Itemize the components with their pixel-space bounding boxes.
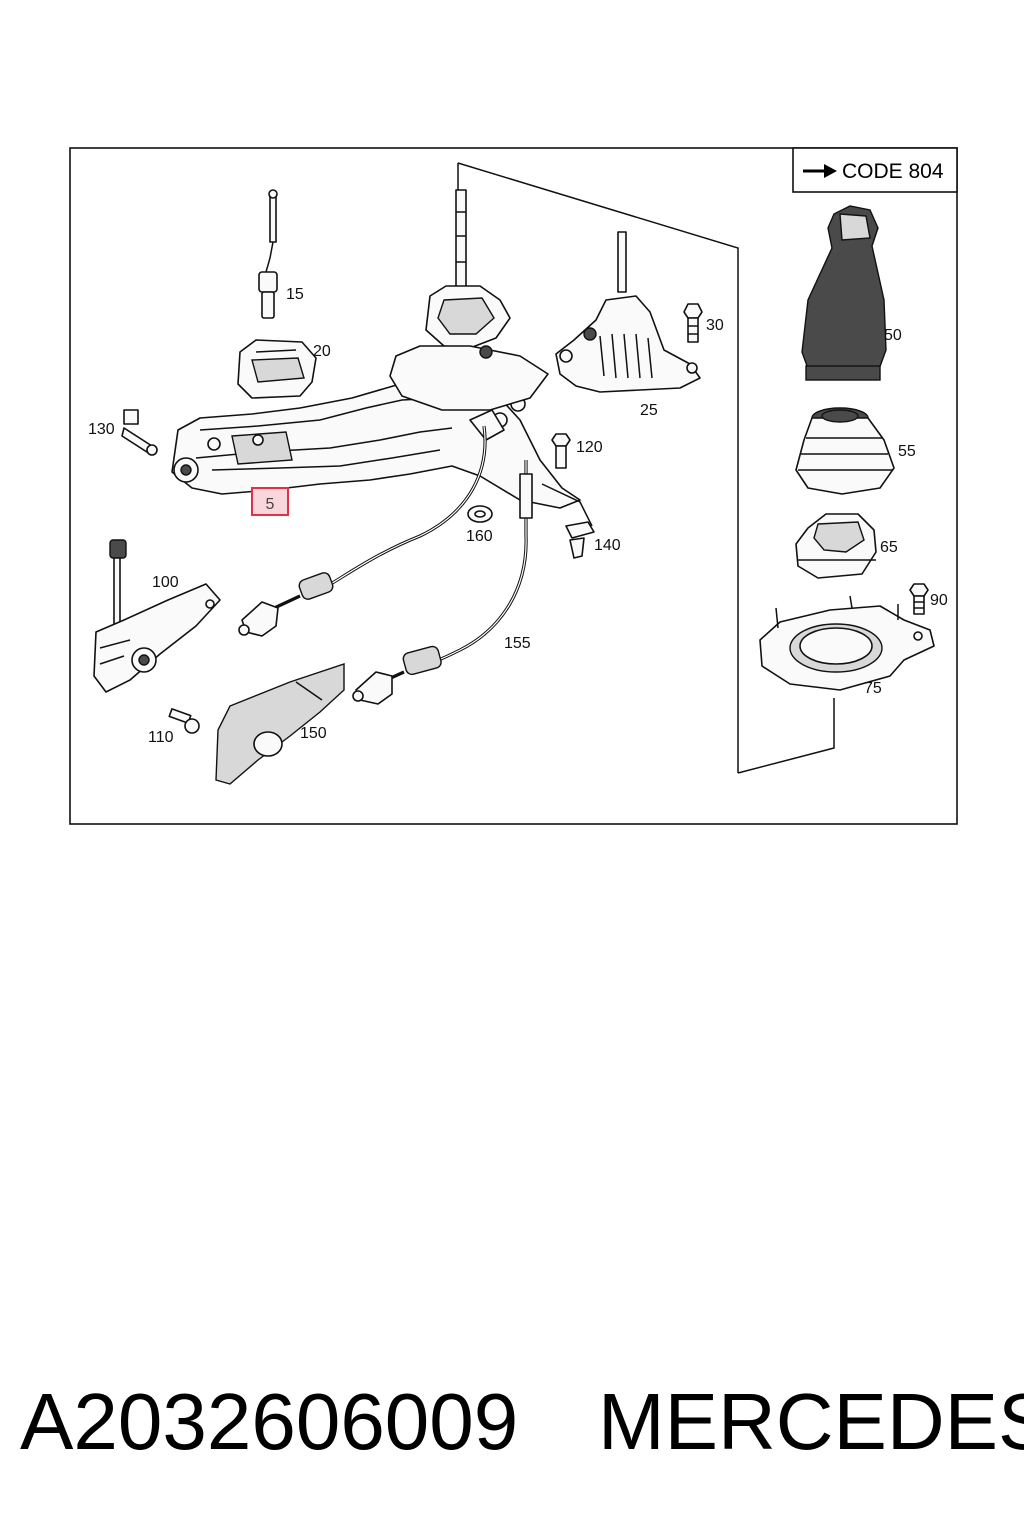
pin-part bbox=[121, 409, 158, 456]
bolt-120-part bbox=[551, 433, 571, 469]
footer: A2032606009 MERCEDES bbox=[20, 1372, 1024, 1472]
shift-cable-part bbox=[238, 425, 487, 637]
code-label: CODE 804 bbox=[842, 160, 944, 183]
boot-part bbox=[795, 407, 895, 495]
bolt-part bbox=[683, 303, 703, 343]
callout-110[interactable]: 110 bbox=[148, 729, 174, 746]
shift-knob-part bbox=[801, 205, 887, 381]
callout-30[interactable]: 30 bbox=[706, 317, 724, 334]
callout-20[interactable]: 20 bbox=[313, 343, 331, 360]
code-box: CODE 804 bbox=[792, 147, 958, 193]
callout-75[interactable]: 75 bbox=[864, 680, 882, 697]
arrow-right-icon bbox=[803, 164, 837, 178]
bolt-110-part bbox=[168, 708, 200, 734]
callout-50[interactable]: 50 bbox=[884, 327, 902, 344]
callout-55[interactable]: 55 bbox=[898, 443, 916, 460]
diagram-frame bbox=[69, 147, 958, 825]
callout-155[interactable]: 155 bbox=[504, 635, 531, 652]
washer-part bbox=[467, 505, 493, 523]
group-bracket bbox=[457, 162, 739, 773]
bolt-90-part bbox=[909, 583, 929, 615]
trim-ring-part bbox=[795, 513, 877, 579]
bracket-part bbox=[93, 539, 221, 693]
callout-150[interactable]: 150 bbox=[300, 725, 327, 742]
brand-name: MERCEDES bbox=[598, 1377, 1024, 1466]
cover-plate-part bbox=[215, 663, 345, 785]
lever-rod-part bbox=[258, 189, 278, 319]
highlight-box bbox=[251, 487, 289, 516]
part-number: A2032606009 bbox=[20, 1377, 519, 1466]
gear-selector-part bbox=[555, 231, 701, 393]
callout-120[interactable]: 120 bbox=[576, 439, 603, 456]
parts-diagram: CODE 804 bbox=[69, 147, 958, 825]
group-bracket-right bbox=[737, 698, 835, 774]
shifter-housing-part bbox=[171, 379, 581, 509]
callout-65[interactable]: 65 bbox=[880, 539, 898, 556]
mounting-frame-part bbox=[759, 595, 935, 691]
callout-90[interactable]: 90 bbox=[930, 592, 948, 609]
clip-part bbox=[541, 483, 595, 559]
callout-5[interactable]: 5 bbox=[266, 496, 275, 513]
callout-130[interactable]: 130 bbox=[88, 421, 115, 438]
callout-160[interactable]: 160 bbox=[466, 528, 493, 545]
callout-140[interactable]: 140 bbox=[594, 537, 621, 554]
gear-stick-assembly bbox=[389, 189, 549, 411]
callout-15[interactable]: 15 bbox=[286, 286, 304, 303]
callout-100[interactable]: 100 bbox=[152, 574, 179, 591]
callout-25[interactable]: 25 bbox=[640, 402, 658, 419]
gate-plate-part bbox=[237, 339, 317, 399]
select-cable-part bbox=[352, 460, 533, 705]
